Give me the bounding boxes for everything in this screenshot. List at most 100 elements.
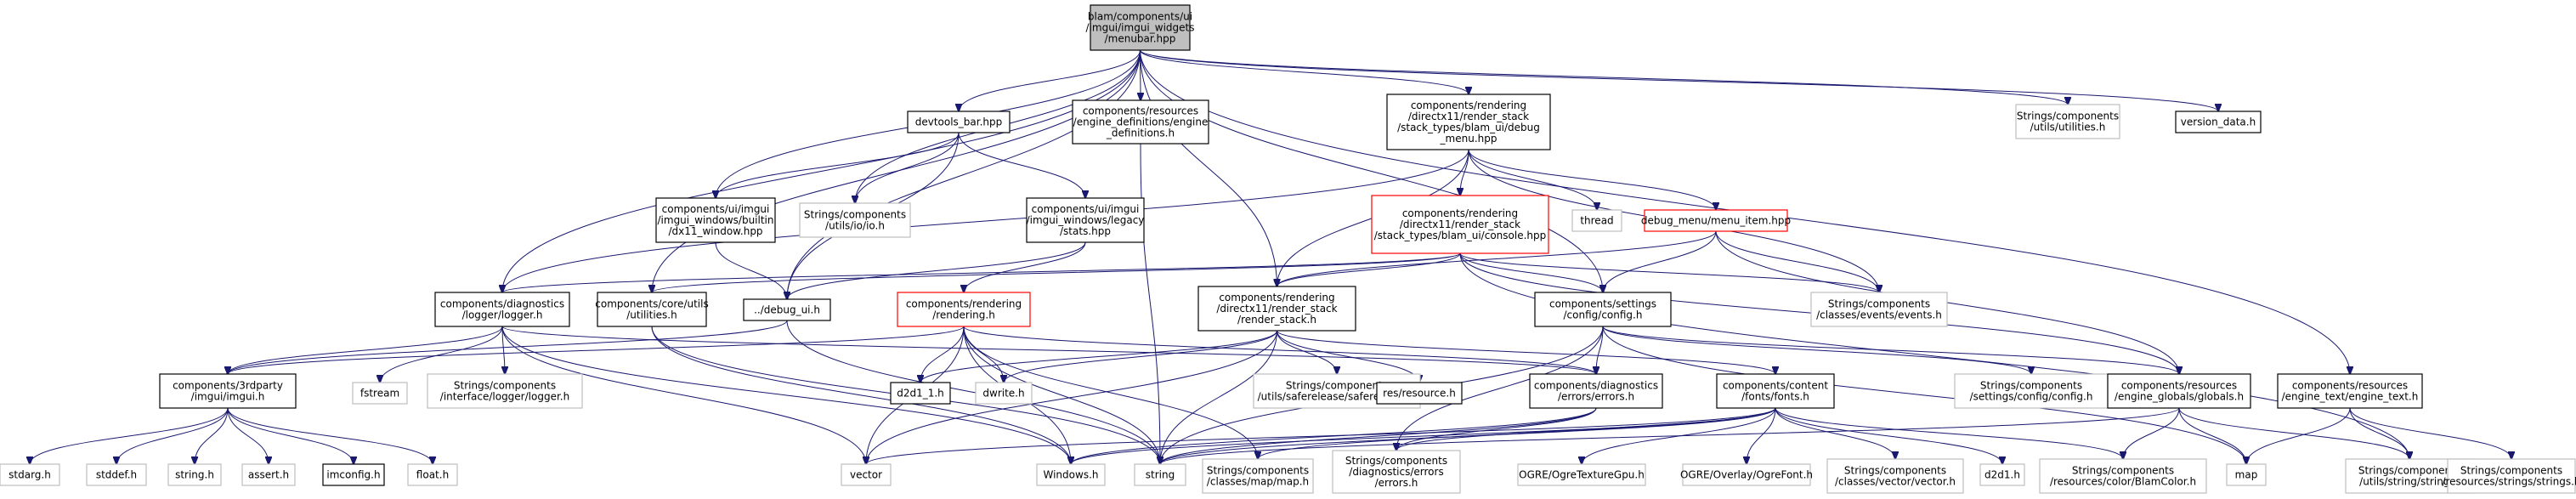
node-devtools-bar[interactable]: devtools_bar.hpp <box>907 111 1011 133</box>
node-box <box>655 197 776 243</box>
node-label-line: OGRE/OgreTextureGpu.h <box>1519 469 1645 481</box>
node-assert[interactable]: assert.h <box>241 463 296 486</box>
node-fonts-h[interactable]: components/content/fonts/fonts.h <box>1716 373 1835 409</box>
node-string-h[interactable]: string.h <box>167 463 222 486</box>
node-box <box>743 298 831 321</box>
node-map-h[interactable]: Strings/components/classes/map/map.h <box>1202 458 1314 494</box>
edge-fonts_h-to-ogre_font <box>1747 407 1776 464</box>
node-imconfig[interactable]: imconfig.h <box>322 463 385 486</box>
edge-root-to-debug_ui <box>787 49 1141 299</box>
edge-imgui_h-to-assert <box>227 407 269 464</box>
node-box <box>2107 373 2251 409</box>
node-float-h[interactable]: float.h <box>407 463 458 486</box>
edge-console-to-config_h <box>1459 252 1603 292</box>
node-box <box>1197 286 1356 332</box>
node-strings-ext[interactable]: Strings/components/resources/strings/str… <box>2442 458 2576 494</box>
node-ogre-gpu[interactable]: OGRE/OgreTextureGpu.h <box>1517 463 1646 486</box>
node-label-line: Strings/components <box>2017 111 2119 122</box>
node-label-line: /stats.hpp <box>1060 225 1111 237</box>
node-dwrite[interactable]: dwrite.h <box>975 382 1033 405</box>
node-windows-h[interactable]: Windows.h <box>1036 463 1106 486</box>
node-engine-text[interactable]: components/resources/engine_text/engine_… <box>2277 373 2423 409</box>
node-label-line: /config/config.h <box>1564 309 1643 321</box>
edge-engine_text-to-strings_ext <box>2349 407 2511 459</box>
node-label-line: /imgui_windows/legacy <box>1027 214 1145 226</box>
node-config-h[interactable]: components/settings/config/config.h <box>1534 292 1672 327</box>
node-dx11-window[interactable]: components/ui/imgui/imgui_windows/builti… <box>655 197 776 243</box>
node-label-line: imconfig.h <box>326 469 380 481</box>
edge-rendering_h-to-imgui_h <box>228 326 965 374</box>
node-label-line: Strings/components <box>2358 465 2460 477</box>
node-box <box>1072 99 1209 145</box>
node-rendering-h[interactable]: components/rendering/rendering.h <box>897 292 1031 327</box>
node-globals-h[interactable]: components/resources/engine_globals/glob… <box>2107 373 2251 409</box>
node-d2d1[interactable]: d2d1.h <box>1979 463 2025 486</box>
edge-fonts_h-to-vector_ext <box>1775 407 1895 459</box>
node-box <box>86 463 147 486</box>
edge-render_stack-to-saferelease <box>1277 330 1338 374</box>
node-vector-ext[interactable]: Strings/components/classes/vector/vector… <box>1826 458 1964 494</box>
node-menu-item[interactable]: debug_menu/menu_item.hpp <box>1641 209 1791 232</box>
node-box <box>2175 111 2262 133</box>
node-d2d1-1[interactable]: d2d1_1.h <box>890 382 951 405</box>
edge-errors_h-to-string_std <box>1160 407 1597 464</box>
edge-stats-to-rendering_h <box>964 241 1086 292</box>
node-label-line: components/resources <box>2121 380 2237 392</box>
node-engine-definitions[interactable]: components/resources/engine_definitions/… <box>1072 99 1209 145</box>
node-stdarg[interactable]: stdarg.h <box>0 463 60 486</box>
node-fstream[interactable]: fstream <box>352 382 408 405</box>
node-label-line: /menubar.hpp <box>1105 33 1176 45</box>
edge-fonts_h-to-d2d1 <box>1775 407 2002 464</box>
node-render-stack[interactable]: components/rendering/directx11/render_st… <box>1197 286 1356 332</box>
node-logger[interactable]: components/diagnostics/logger/logger.h <box>434 292 570 327</box>
edge-menu_item-to-config_h <box>1603 230 1717 292</box>
node-label-line: /engine_text/engine_text.h <box>2282 391 2419 403</box>
edge-rendering_h-to-errors_h <box>963 326 1596 374</box>
edge-logger-to-fstream <box>380 326 503 383</box>
node-settings-config[interactable]: Strings/components/settings/config/confi… <box>1954 373 2109 409</box>
edge-engine_definitions-to-string_std <box>1140 143 1160 464</box>
node-errors-h[interactable]: components/diagnostics/errors/errors.h <box>1529 373 1663 409</box>
node-imgui-h[interactable]: components/3rdparty/imgui/imgui.h <box>159 373 297 409</box>
edge-console-to-render_stack <box>1277 252 1461 286</box>
node-resource-h[interactable]: res/resource.h <box>1376 382 1463 405</box>
node-core-utilities[interactable]: components/core/utils/utilities.h <box>595 292 709 327</box>
node-box <box>1571 209 1622 232</box>
edge-root-to-logger <box>502 49 1141 292</box>
node-box <box>241 463 296 486</box>
edge-root-to-render_stack <box>1140 49 1277 286</box>
node-string-std[interactable]: string <box>1134 463 1186 486</box>
edge-config_h-to-globals_h <box>1602 326 2179 374</box>
node-events[interactable]: Strings/components/classes/events/events… <box>1810 292 1948 327</box>
node-box <box>407 463 458 486</box>
node-box <box>799 202 911 238</box>
node-console[interactable]: components/rendering/directx11/render_st… <box>1371 195 1549 254</box>
node-box <box>975 382 1033 405</box>
node-label-line: /dx11_window.hpp <box>668 225 762 237</box>
node-label-line: /directx11/render_stack <box>1216 303 1337 315</box>
node-label-line: stdarg.h <box>8 469 51 481</box>
node-debug-ui[interactable]: ../debug_ui.h <box>743 298 831 321</box>
node-map-std[interactable]: map <box>2226 463 2267 486</box>
node-logger-iface[interactable]: Strings/components/interface/logger/logg… <box>427 373 583 409</box>
node-label-line: /directx11/render_stack <box>1400 218 1520 230</box>
node-thread[interactable]: thread <box>1571 209 1622 232</box>
edge-root-to-devtools_bar <box>959 49 1141 111</box>
node-box <box>1954 373 2109 409</box>
node-io-h[interactable]: Strings/components/utils/io/io.h <box>799 202 911 238</box>
node-label-line: /errors/errors.h <box>1558 391 1634 403</box>
node-debug-menu-hpp[interactable]: components/rendering/directx11/render_st… <box>1386 94 1551 150</box>
node-utilities-ext[interactable]: Strings/components/utils/utilities.h <box>2015 104 2120 139</box>
node-errors-ext[interactable]: Strings/components/diagnostics/errors/er… <box>1332 450 1461 494</box>
node-stats[interactable]: components/ui/imgui/imgui_windows/legacy… <box>1026 197 1145 243</box>
node-root[interactable]: blam/components/ui/imgui/imgui_widgets/m… <box>1086 4 1195 51</box>
node-version-data[interactable]: version_data.h <box>2175 111 2262 133</box>
node-vector[interactable]: vector <box>841 463 892 486</box>
edge-engine_text-to-map_std <box>2246 407 2351 464</box>
node-stddef[interactable]: stddef.h <box>86 463 147 486</box>
node-blamcolor[interactable]: Strings/components/resources/color/BlamC… <box>2039 458 2207 494</box>
node-label-line: vector <box>850 469 882 481</box>
node-ogre-font[interactable]: OGRE/Overlay/OgreFont.h <box>1680 463 1813 486</box>
edge-dx11_window-to-debug_ui <box>715 241 787 299</box>
edge-logger-to-errors_h <box>501 326 1596 374</box>
